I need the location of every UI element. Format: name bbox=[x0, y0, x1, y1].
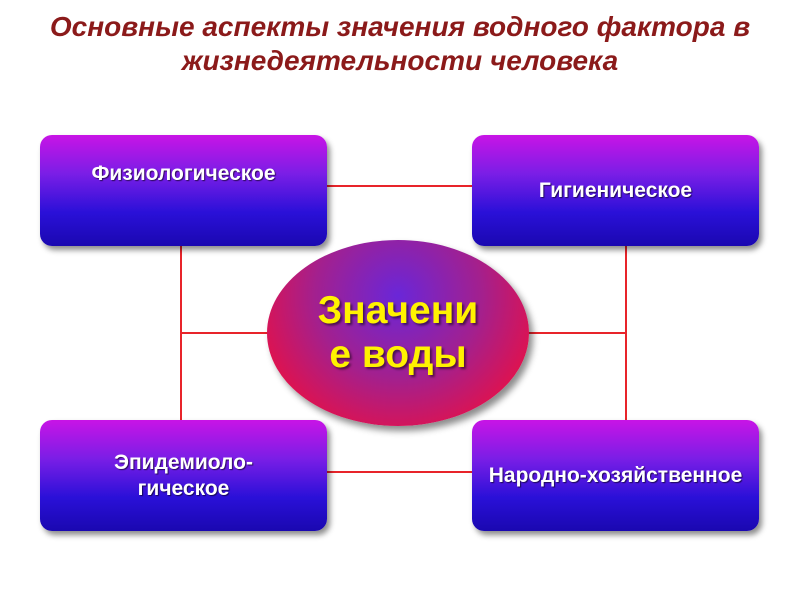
center-label: Значение воды bbox=[317, 289, 479, 376]
economic-label: Народно-хозяйственное bbox=[488, 463, 743, 487]
physiological-label: Физиологическое bbox=[91, 162, 276, 185]
epidemiological-label: Эпидемиоло-гическое bbox=[114, 450, 253, 500]
center-ellipse: Значение воды bbox=[267, 240, 529, 426]
epidemiological-box: Эпидемиоло-гическое bbox=[40, 420, 327, 531]
physiological-box: Физиологическое bbox=[40, 135, 327, 246]
hygienic-box: Гигиеническое bbox=[472, 135, 759, 246]
economic-box: Народно-хозяйственное bbox=[472, 420, 759, 531]
page-title: Основные аспекты значения водного фактор… bbox=[49, 11, 751, 76]
hygienic-label: Гигиеническое bbox=[538, 178, 693, 202]
